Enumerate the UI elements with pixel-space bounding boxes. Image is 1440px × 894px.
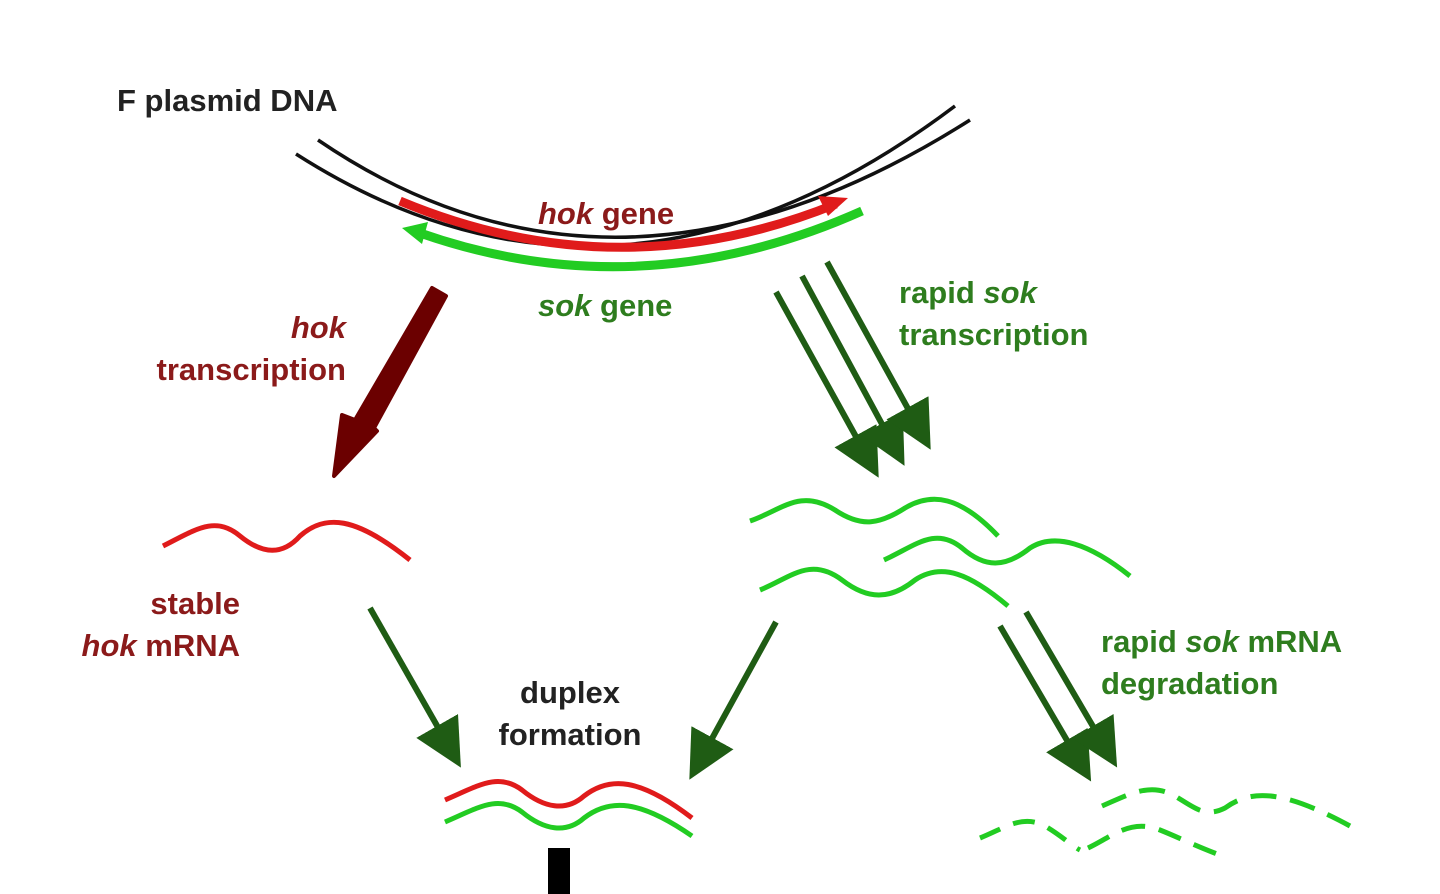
- rapid-sok-line2: transcription: [899, 317, 1089, 352]
- sok-to-duplex-arrow: [689, 620, 779, 780]
- hok-transcription-gene: hok: [290, 310, 346, 345]
- degradation-prefix: rapid: [1101, 624, 1186, 659]
- degradation-arrow-1: [997, 624, 1092, 782]
- hok-direction-arrowhead: [818, 196, 848, 216]
- hok-gene-strand: [398, 196, 838, 252]
- sok-mrna-wave-2: [882, 535, 1132, 578]
- duplex-line2: formation: [498, 717, 642, 752]
- rapid-sok-line1: rapid sok: [899, 272, 1088, 314]
- sok-transcription-arrow-3: [824, 260, 931, 450]
- stable-line2: hok mRNA: [40, 625, 240, 667]
- dna-strand-upper: [317, 118, 971, 239]
- rapid-sok-gene: sok: [983, 275, 1037, 310]
- hok-transcription-label: hok transcription: [100, 307, 346, 391]
- stable-hok-suffix: mRNA: [136, 628, 240, 663]
- sok-degradation-label: rapid sok mRNA degradation: [1101, 621, 1342, 705]
- sok-gene-strand: [418, 206, 864, 272]
- sok-transcription-arrow-1: [773, 290, 879, 478]
- rapid-sok-transcription-label: rapid sok transcription: [899, 272, 1088, 356]
- hok-gene-label: hok gene: [538, 193, 674, 235]
- stable-hok-gene: hok: [81, 628, 137, 663]
- sok-transcription-arrow-2: [799, 274, 905, 466]
- degradation-line1: rapid sok mRNA: [1101, 621, 1342, 663]
- duplex-hok-strand: [444, 779, 694, 820]
- degradation-gene: sok: [1185, 624, 1239, 659]
- hok-mrna-wave: [161, 519, 412, 562]
- sok-gene-name: sok: [538, 288, 592, 323]
- degraded-sok-fragment-2: [1101, 787, 1352, 829]
- degradation-mid: mRNA: [1238, 624, 1343, 659]
- hok-gene-suffix: gene: [593, 196, 675, 231]
- hok-gene-name: hok: [538, 196, 594, 231]
- hok-to-duplex-arrow: [367, 606, 461, 768]
- stable-line1: stable: [150, 586, 240, 621]
- duplex-line1: duplex: [520, 675, 620, 710]
- sok-direction-arrowhead: [402, 222, 428, 244]
- degraded-sok-fragment-3: [1086, 823, 1229, 861]
- plasmid-label: F plasmid DNA: [117, 83, 338, 118]
- degradation-arrow-2: [1023, 610, 1118, 768]
- rapid-sok-prefix: rapid: [899, 275, 984, 310]
- degraded-sok-fragment-1: [979, 819, 1082, 853]
- sok-mrna-wave-3: [759, 566, 1010, 608]
- stable-hok-mrna-label: stable hok mRNA: [40, 583, 240, 667]
- inhibition-bar: [548, 848, 570, 894]
- duplex-formation-label: duplex formation: [470, 672, 670, 756]
- degradation-line2: degradation: [1101, 666, 1279, 701]
- sok-gene-label: sok gene: [538, 285, 672, 327]
- duplex-sok-strand: [444, 801, 694, 839]
- hok-transcription-arrow: [332, 286, 448, 478]
- hok-transcription-text: transcription: [156, 352, 346, 387]
- sok-mrna-wave-1: [749, 496, 1000, 538]
- sok-gene-suffix: gene: [591, 288, 673, 323]
